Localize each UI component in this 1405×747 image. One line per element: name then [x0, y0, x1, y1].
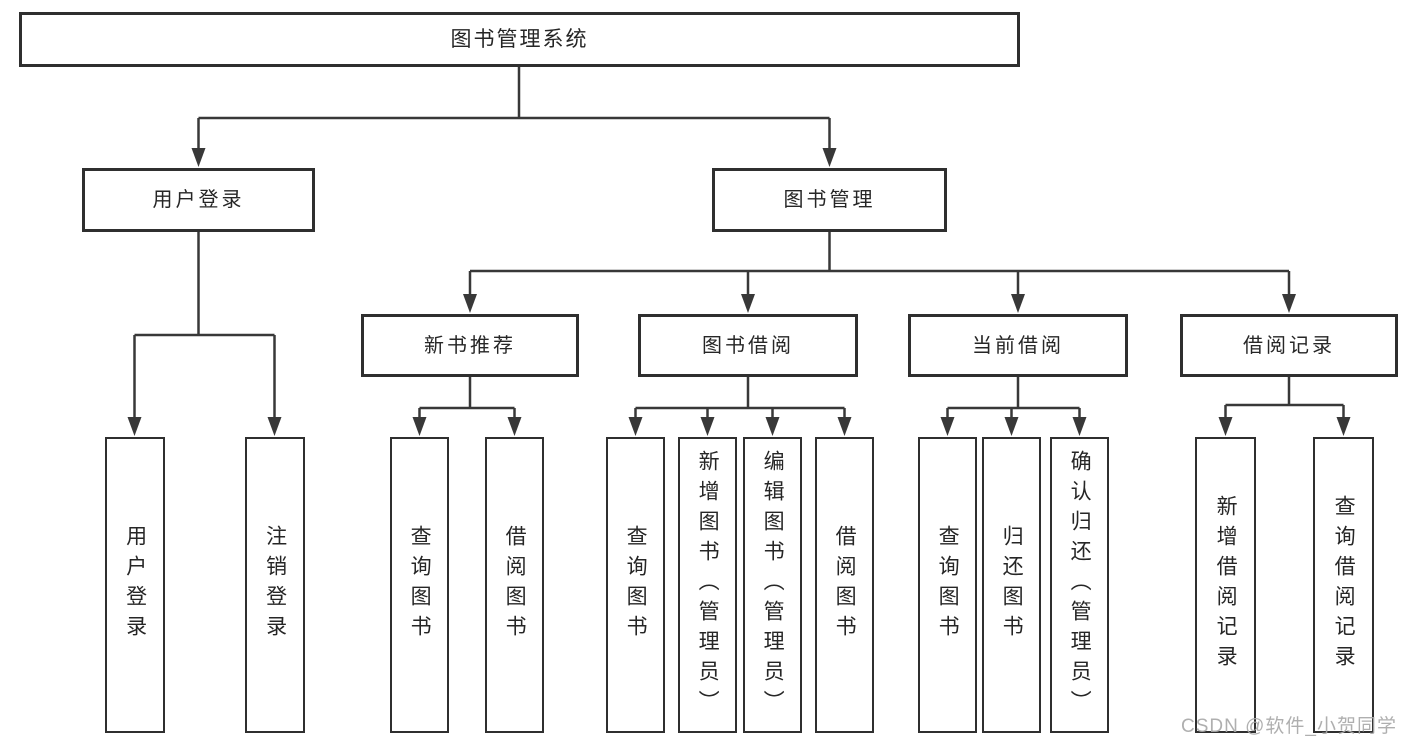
leaf-query-borrow-record: 查询借阅记录: [1313, 437, 1374, 733]
node-user-login: 用户登录: [82, 168, 315, 232]
leaf-add-borrow-record: 新增借阅记录: [1195, 437, 1256, 733]
leaf-borrow-books-recommend: 借阅图书: [485, 437, 544, 733]
node-current-borrowing: 当前借阅: [908, 314, 1128, 377]
node-book-borrowing: 图书借阅: [638, 314, 858, 377]
leaf-edit-books-admin: 编辑图书（管理员）: [743, 437, 802, 733]
leaf-confirm-return-admin: 确认归还（管理员）: [1050, 437, 1109, 733]
leaf-query-books-current: 查询图书: [918, 437, 977, 733]
node-new-book-recommend: 新书推荐: [361, 314, 579, 377]
leaf-logout: 注销登录: [245, 437, 305, 733]
leaf-query-books-recommend: 查询图书: [390, 437, 449, 733]
node-library-management-system: 图书管理系统: [19, 12, 1020, 67]
leaf-borrow-books-borrowing: 借阅图书: [815, 437, 874, 733]
leaf-user-login: 用户登录: [105, 437, 165, 733]
node-borrow-records: 借阅记录: [1180, 314, 1398, 377]
node-book-management: 图书管理: [712, 168, 947, 232]
leaf-query-books-borrowing: 查询图书: [606, 437, 665, 733]
watermark: CSDN @软件_小贺同学: [1181, 716, 1397, 737]
leaf-add-books-admin: 新增图书（管理员）: [678, 437, 737, 733]
leaf-return-books: 归还图书: [982, 437, 1041, 733]
